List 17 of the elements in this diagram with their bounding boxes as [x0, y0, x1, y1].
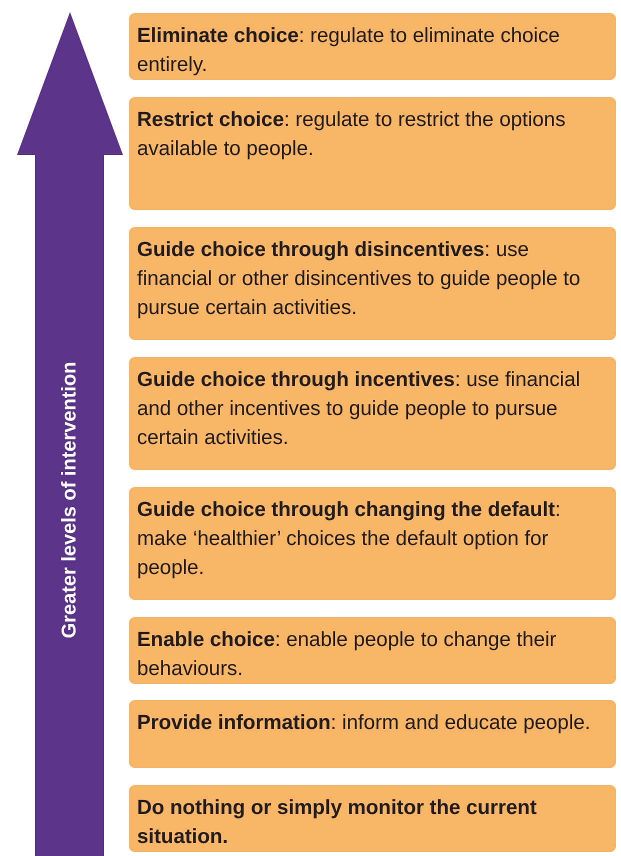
level-description: Restrict choice: regulate to restrict the options available to people. [137, 107, 566, 162]
level-box [129, 700, 616, 768]
axis-label: Greater levels of intervention [58, 362, 82, 638]
level-description: Guide choice through changing the default: make ‘healthier’ choices the default option for people. [137, 497, 562, 581]
level-box [129, 785, 616, 852]
level-description: Eliminate choice: regulate to eliminate choice entirely. [137, 23, 561, 78]
level-box [129, 227, 616, 340]
level-box [129, 487, 616, 600]
level-description: Do nothing or simply monitor the current situation. [137, 795, 538, 850]
level-box [129, 97, 616, 210]
level-box [129, 357, 616, 470]
level-description: Guide choice through incentives: use financial and other incentives to guide people to pursue certain activities. [137, 367, 582, 451]
level-description: Guide choice through disincentives: use financial or other disincentives to guide people to pursue certain activities. [137, 237, 582, 321]
level-box [129, 617, 616, 684]
level-description: Enable choice: enable people to change their behaviours. [137, 627, 558, 682]
level-box [129, 13, 616, 80]
level-description: Provide information: inform and educate people. [137, 710, 592, 736]
